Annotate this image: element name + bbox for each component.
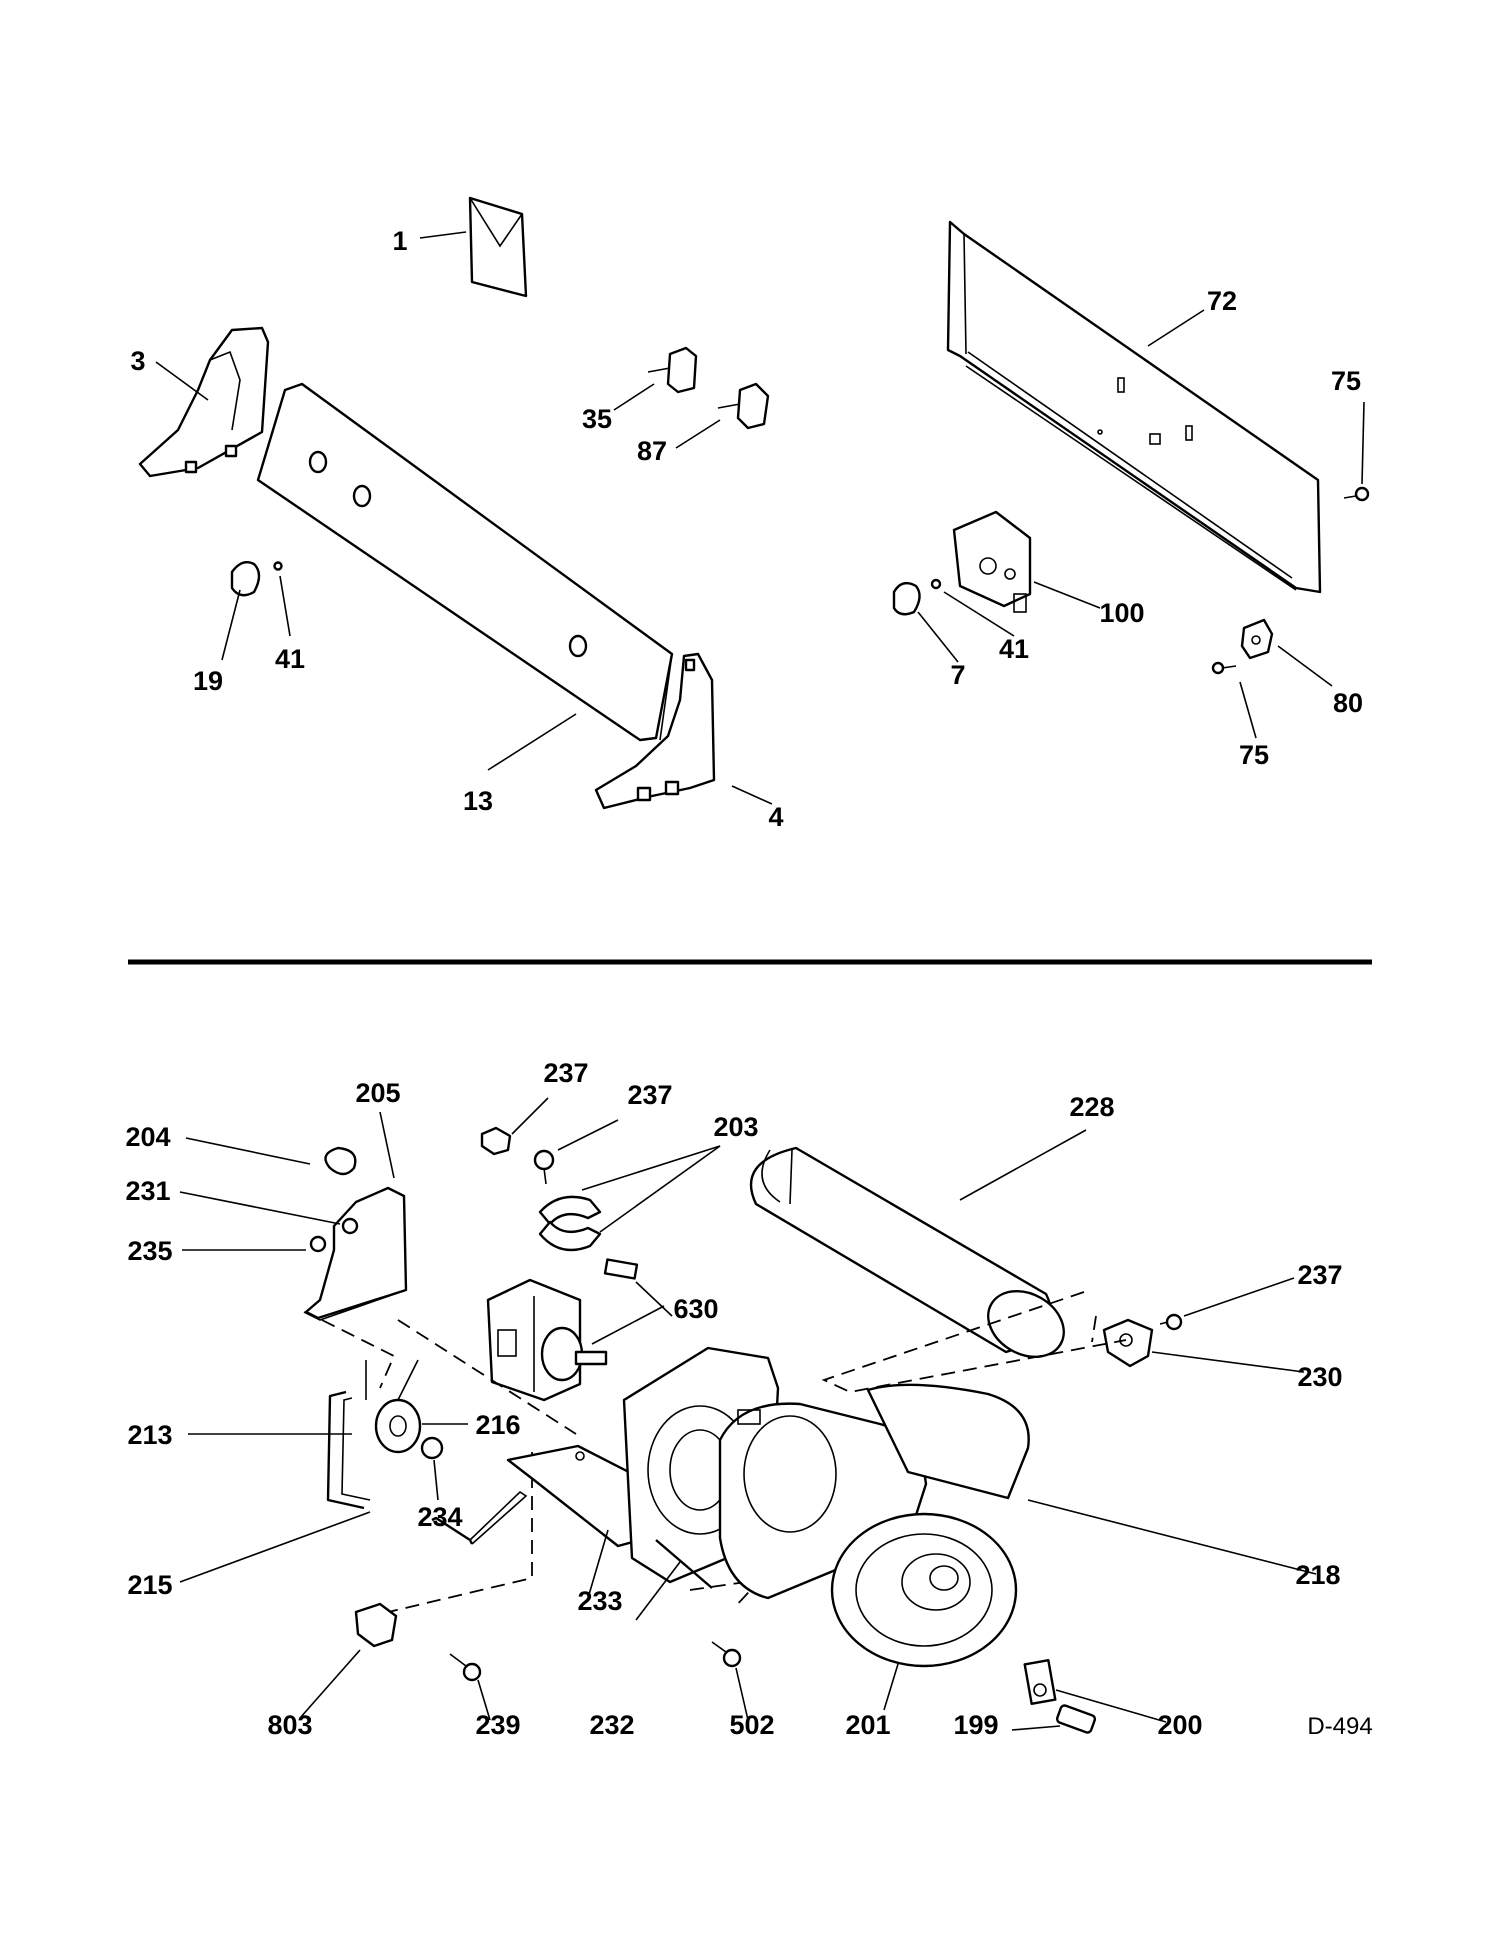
bolt-part-199 [1055, 1704, 1097, 1734]
drive-motor-part [486, 1278, 608, 1402]
label-75-bottom: 75 [1239, 740, 1269, 770]
motor-bracket-part [303, 1186, 408, 1321]
label-216: 216 [475, 1410, 520, 1440]
shaft-bolt-part [655, 1539, 713, 1589]
backsplash-group [892, 220, 1370, 739]
label-231: 231 [125, 1176, 170, 1206]
idler-spring-part [431, 1516, 474, 1545]
label-100: 100 [1099, 598, 1144, 628]
idler-pulley-part [374, 1398, 422, 1454]
label-230: 230 [1297, 1362, 1342, 1392]
drawing-code: D-494 [1307, 1713, 1372, 1740]
label-205: 205 [355, 1078, 400, 1108]
label-19: 19 [193, 666, 223, 696]
switch-part-87 [717, 382, 770, 430]
spring-part [273, 561, 283, 571]
clip-part-200 [1023, 1659, 1057, 1705]
label-803: 803 [267, 1710, 312, 1740]
control-panel-group [138, 196, 773, 810]
screw-part-75a [1343, 486, 1370, 502]
label-235: 235 [127, 1236, 172, 1266]
label-1: 1 [392, 226, 407, 256]
label-237-right: 237 [1297, 1260, 1342, 1290]
label-75-top: 75 [1331, 366, 1361, 396]
label-203: 203 [713, 1112, 758, 1142]
timer-spring-part [930, 578, 942, 590]
label-3: 3 [130, 346, 145, 376]
label-233: 233 [577, 1586, 622, 1616]
timer-switch-part [952, 510, 1032, 613]
label-80: 80 [1333, 688, 1363, 718]
blower-wheel-part [830, 1512, 1018, 1668]
left-end-cap-part [138, 326, 270, 478]
label-87: 87 [637, 436, 667, 466]
screw-part-237c [1159, 1313, 1183, 1331]
blower-housing-part [622, 1346, 1030, 1600]
screw-part-239 [449, 1653, 482, 1682]
label-218: 218 [1295, 1560, 1340, 1590]
screw-part-235 [309, 1235, 327, 1253]
switch-part-35 [647, 346, 698, 394]
screw-part-75b [1211, 661, 1237, 675]
label-239: 239 [475, 1710, 520, 1740]
clamp-part [324, 1146, 357, 1176]
thermostat-part [1102, 1318, 1154, 1368]
bracket-part [1240, 618, 1274, 660]
connector-part [603, 1258, 639, 1280]
label-35: 35 [582, 404, 612, 434]
right-end-cap-part [594, 652, 716, 810]
label-41-top-left: 41 [275, 644, 305, 674]
label-72: 72 [1207, 286, 1237, 316]
label-200: 200 [1157, 1710, 1202, 1740]
idler-arm-part [326, 1359, 419, 1510]
label-13: 13 [463, 786, 493, 816]
label-237-middle: 237 [627, 1080, 672, 1110]
screw-part-231 [341, 1217, 359, 1235]
switch-part-803 [354, 1602, 398, 1648]
exhaust-duct-part [749, 1146, 1065, 1358]
timer-knob-part [892, 581, 921, 616]
label-213: 213 [127, 1420, 172, 1450]
blower-motor-group [179, 1097, 1317, 1734]
knob-part [230, 561, 261, 597]
label-4: 4 [768, 802, 783, 832]
label-237-top: 237 [543, 1058, 588, 1088]
label-7: 7 [950, 660, 965, 690]
washer-part [420, 1436, 444, 1460]
label-215: 215 [127, 1570, 172, 1600]
label-228: 228 [1069, 1092, 1114, 1122]
label-41-top-right: 41 [999, 634, 1029, 664]
screw-part-237b [533, 1149, 555, 1185]
label-630: 630 [673, 1294, 718, 1324]
label-502: 502 [729, 1710, 774, 1740]
label-199: 199 [953, 1710, 998, 1740]
control-panel-part [256, 382, 674, 742]
motor-clamp-part [538, 1195, 602, 1252]
screw-part-237a [480, 1126, 512, 1156]
label-201: 201 [845, 1710, 890, 1740]
envelope-part [468, 196, 528, 298]
screw-part-502 [711, 1641, 742, 1668]
label-234: 234 [417, 1502, 462, 1532]
label-232: 232 [589, 1710, 634, 1740]
rear-panel-part [946, 220, 1322, 594]
label-204: 204 [125, 1122, 170, 1152]
